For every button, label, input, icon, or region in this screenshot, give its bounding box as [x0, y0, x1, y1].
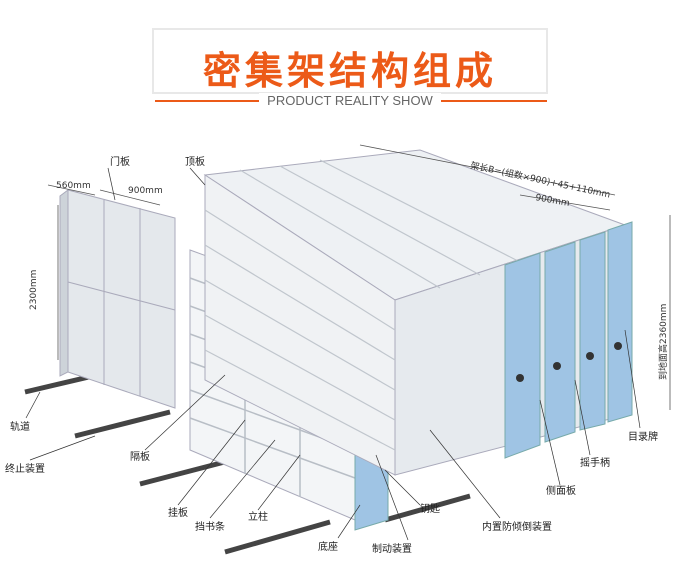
label-door: 门板 — [110, 155, 130, 168]
label-side: 侧面板 — [546, 484, 576, 497]
crank-4 — [614, 342, 622, 350]
label-handle: 摇手柄 — [580, 456, 610, 469]
title-rule-left — [155, 100, 270, 102]
label-bookstop: 挡书条 — [195, 520, 225, 533]
main-block — [203, 149, 633, 476]
door-cabinet — [59, 189, 176, 409]
cabinet-divider — [67, 281, 176, 311]
side-panel-3 — [579, 231, 606, 431]
label-post: 立柱 — [248, 510, 268, 523]
block-side — [204, 174, 396, 476]
side-panel-2 — [544, 241, 576, 443]
label-hang: 挂板 — [168, 506, 188, 519]
rail-4 — [224, 519, 331, 555]
dim-total-height: 到地面高2360mm — [657, 304, 669, 380]
cabinet-front — [67, 189, 176, 409]
side-panel-1 — [504, 252, 541, 459]
rail-2 — [74, 409, 171, 439]
page-subtitle: PRODUCT REALITY SHOW — [259, 92, 441, 108]
label-key: 钥匙 — [420, 502, 440, 515]
dim-depth: 560mm — [56, 181, 91, 191]
front-side-panels — [504, 221, 633, 459]
crank-1 — [516, 374, 524, 382]
crank-2 — [553, 362, 561, 370]
callout-lines — [25, 167, 641, 541]
crank-3 — [586, 352, 594, 360]
dim-height: 2300mm — [29, 270, 39, 310]
side-panel-4 — [607, 221, 633, 423]
label-rail: 轨道 — [10, 420, 30, 433]
subtitle-row: PRODUCT REALITY SHOW — [0, 90, 700, 110]
title-rule-right — [432, 100, 547, 102]
block-grid — [204, 159, 521, 451]
cabinet-side — [59, 189, 69, 377]
label-antitilt: 内置防倾倒装置 — [482, 520, 552, 533]
label-stop: 终止装置 — [5, 462, 45, 475]
label-partition: 隔板 — [130, 450, 150, 463]
page-title: 密集架结构组成 — [202, 49, 497, 93]
label-brake: 制动装置 — [372, 542, 412, 555]
label-base: 底座 — [318, 540, 338, 553]
dim-width: 900mm — [128, 186, 163, 196]
label-catalog: 目录牌 — [628, 430, 658, 443]
label-top: 顶板 — [185, 155, 205, 168]
dimension-lines — [47, 144, 671, 410]
